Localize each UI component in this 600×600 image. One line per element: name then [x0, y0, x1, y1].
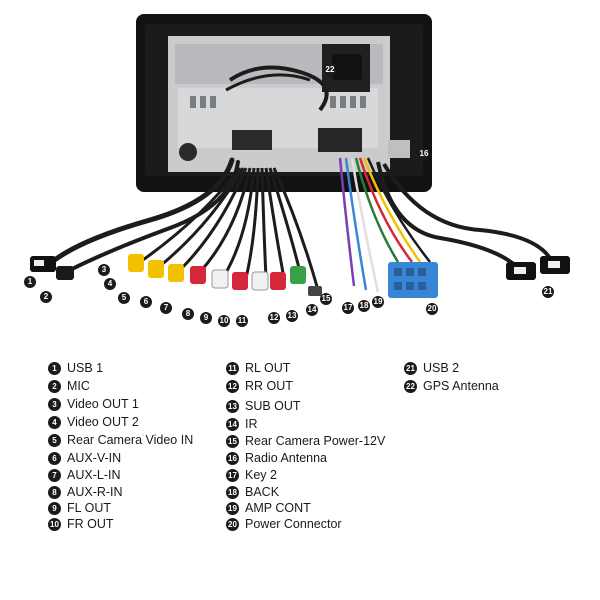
- legend-item: 18 BACK: [226, 484, 279, 500]
- legend-number: 13: [226, 399, 239, 413]
- legend-item: 22 GPS Antenna: [404, 378, 499, 394]
- legend-item: 8 AUX-R-IN: [48, 484, 123, 500]
- legend-label: AUX-V-IN: [67, 451, 122, 465]
- legend-label: IR: [245, 417, 258, 431]
- callout-5: 5: [118, 292, 130, 304]
- legend-item: 7 AUX-L-IN: [48, 467, 120, 483]
- legend-number: 9: [48, 501, 61, 515]
- callout-14: 14: [306, 304, 318, 316]
- callout-1: 1: [24, 276, 36, 288]
- legend-number: 11: [226, 361, 239, 375]
- legend-item: 10 FR OUT: [48, 516, 114, 532]
- legend-number: 18: [226, 485, 239, 499]
- legend-number: 8: [48, 485, 61, 499]
- legend-number: 6: [48, 451, 61, 465]
- legend-item: 17 Key 2: [226, 467, 277, 483]
- legend-number: 20: [226, 517, 239, 531]
- callout-7: 7: [160, 302, 172, 314]
- legend-label: RR OUT: [245, 379, 293, 393]
- legend-item: 3 Video OUT 1: [48, 396, 139, 412]
- power-connector: [388, 262, 438, 298]
- legend-item: 14 IR: [226, 416, 258, 432]
- legend-label: AMP CONT: [245, 501, 311, 515]
- legend-item: 6 AUX-V-IN: [48, 450, 121, 466]
- legend-label: FR OUT: [67, 517, 114, 531]
- legend-number: 16: [226, 451, 239, 465]
- legend-label: Key 2: [245, 468, 277, 482]
- legend-item: 21 USB 2: [404, 360, 459, 376]
- callout-21: 21: [542, 286, 554, 298]
- legend-number: 2: [48, 379, 61, 393]
- legend-label: AUX-R-IN: [67, 485, 123, 499]
- callout-20: 20: [426, 303, 438, 315]
- usb1-mic-cables: [49, 157, 240, 272]
- wiring-diagram: [30, 14, 570, 298]
- callout-19: 19: [372, 296, 384, 308]
- rca-plugs: [128, 254, 322, 296]
- callout-10: 10: [218, 315, 230, 327]
- legend-label: Video OUT 1: [67, 397, 139, 411]
- legend-number: 22: [404, 379, 417, 393]
- callout-15: 15: [320, 293, 332, 305]
- legend-item: 12 RR OUT: [226, 378, 293, 394]
- legend-number: 14: [226, 417, 239, 431]
- legend-number: 1: [48, 361, 61, 375]
- callout-18: 18: [358, 300, 370, 312]
- legend-label: MIC: [67, 379, 90, 393]
- legend-number: 21: [404, 361, 417, 375]
- legend-label: GPS Antenna: [423, 379, 499, 393]
- callout-2: 2: [40, 291, 52, 303]
- legend-item: 16 Radio Antenna: [226, 450, 327, 466]
- legend-label: FL OUT: [67, 501, 111, 515]
- legend-number: 4: [48, 415, 61, 429]
- legend-item: 4 Video OUT 2: [48, 414, 139, 430]
- legend-number: 5: [48, 433, 61, 447]
- legend-item: 5 Rear Camera Video IN: [48, 432, 193, 448]
- head-unit: [136, 14, 432, 192]
- usb2-cables: [376, 161, 554, 272]
- legend-label: Radio Antenna: [245, 451, 328, 465]
- legend-item: 15 Rear Camera Power-12V: [226, 433, 385, 449]
- legend-label: USB 1: [67, 361, 104, 375]
- legend-label: Rear Camera Power-12V: [245, 434, 386, 448]
- legend-number: 7: [48, 468, 61, 482]
- callout-8: 8: [182, 308, 194, 320]
- legend-number: 12: [226, 379, 239, 393]
- callout-11: 11: [236, 315, 248, 327]
- legend-item: 9 FL OUT: [48, 500, 111, 516]
- legend-item: 11 RL OUT: [226, 360, 290, 376]
- callout-6: 6: [140, 296, 152, 308]
- legend-item: 20 Power Connector: [226, 516, 342, 532]
- callout-22: 22: [324, 64, 336, 76]
- legend-label: Rear Camera Video IN: [67, 433, 194, 447]
- legend-item: 13 SUB OUT: [226, 398, 301, 414]
- legend-item: 19 AMP CONT: [226, 500, 311, 516]
- callout-16: 16: [418, 148, 430, 160]
- callout-13: 13: [286, 310, 298, 322]
- legend-label: Power Connector: [245, 517, 342, 531]
- legend-label: RL OUT: [245, 361, 291, 375]
- legend-item: 2 MIC: [48, 378, 90, 394]
- legend-label: AUX-L-IN: [67, 468, 121, 482]
- callout-4: 4: [104, 278, 116, 290]
- legend-label: USB 2: [423, 361, 460, 375]
- callout-12: 12: [268, 312, 280, 324]
- harness-wires: [338, 157, 431, 293]
- callout-3: 3: [98, 264, 110, 276]
- callout-9: 9: [200, 312, 212, 324]
- legend-number: 17: [226, 468, 239, 482]
- legend-label: BACK: [245, 485, 280, 499]
- legend-label: SUB OUT: [245, 399, 301, 413]
- legend-number: 10: [48, 517, 61, 531]
- legend-number: 19: [226, 501, 239, 515]
- mic-plug: [56, 266, 74, 280]
- rca-cables: [139, 167, 320, 291]
- legend-item: 1 USB 1: [48, 360, 103, 376]
- legend-number: 3: [48, 397, 61, 411]
- legend-number: 15: [226, 434, 239, 448]
- legend-label: Video OUT 2: [67, 415, 139, 429]
- callout-17: 17: [342, 302, 354, 314]
